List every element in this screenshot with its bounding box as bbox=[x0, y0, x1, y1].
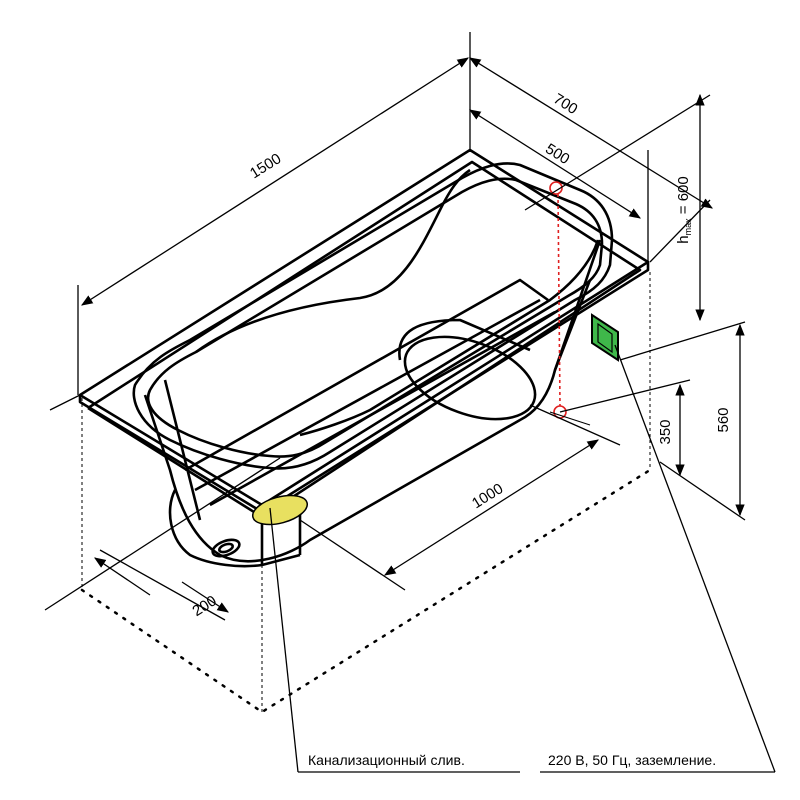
power-socket bbox=[591, 313, 619, 362]
dim-width-outer-label: 700 bbox=[550, 90, 580, 118]
drain-label: Канализационный слив. bbox=[308, 752, 465, 768]
dim-spacing-label: 1000 bbox=[469, 480, 506, 512]
bathtub-body bbox=[78, 148, 650, 568]
dim-height-max-value: = 600 bbox=[675, 176, 692, 218]
dim-height-max-prefix: h bbox=[675, 235, 692, 243]
dim-height-max-sub: max bbox=[683, 218, 693, 236]
dimension-lines bbox=[44, 32, 776, 773]
dim-height-front-label: 560 bbox=[715, 407, 732, 432]
drain-outlet bbox=[251, 494, 309, 526]
dim-length-label: 1500 bbox=[247, 150, 284, 182]
floor-outline bbox=[80, 468, 652, 714]
dim-width-inner-label: 500 bbox=[542, 140, 572, 168]
dim-drain-offset-label: 200 bbox=[189, 592, 219, 620]
dim-height-side-label: 350 bbox=[657, 419, 674, 444]
power-label: 220 В, 50 Гц, заземление. bbox=[548, 752, 716, 768]
dim-height-max-label: hmax = 600 bbox=[675, 176, 693, 243]
